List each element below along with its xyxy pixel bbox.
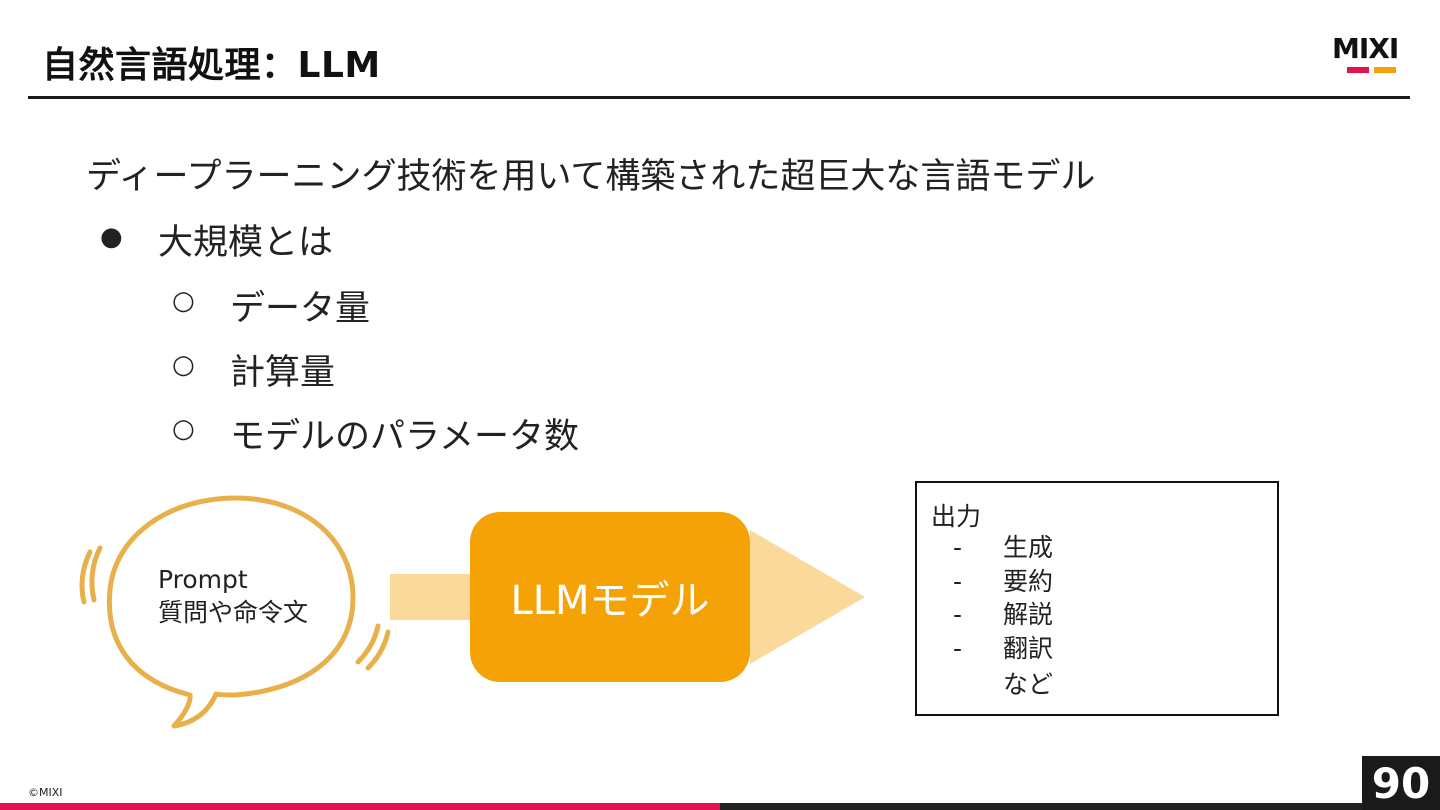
slide-title: 自然言語処理：LLM [42,45,381,86]
dash-marker: - [953,633,963,663]
bullet-dot-icon: ● [100,222,123,252]
output-title: 出力 [931,502,982,531]
llm-model-label: LLMモデル [510,578,710,624]
dash-marker: - [953,600,963,629]
logo-orange-bar [1374,67,1396,73]
dash-marker: - [953,566,963,596]
prompt-line: 質問や命令文 [158,598,309,627]
llm-model-box: LLMモデル [470,512,750,682]
output-box: 出力 - 生成 - 要約 - 解説 - 翻訳 など [915,481,1279,716]
bullet-text: 大規模とは [158,223,334,263]
footer-bar-dark [720,803,1440,810]
page-number: 90 [1362,756,1440,810]
output-etc-text: など [1003,670,1054,699]
lead-text: ディープラーニング技術を用いて構築された超巨大な言語モデル [86,157,1096,197]
sub-bullet-text: モデルのパラメータ数 [230,417,579,457]
sub-bullet-circle-icon: ○ [172,286,195,316]
sub-bullet-text: 計算量 [230,353,336,393]
sub-bullet-text: データ量 [230,289,371,329]
output-item-text: 生成 [1003,533,1054,562]
logo-wordmark: MIXI [1332,32,1399,65]
speech-bubble-icon [79,495,391,729]
logo-red-bar [1347,67,1369,73]
dash-marker: - [953,533,963,562]
output-item-text: 翻訳 [1003,633,1054,663]
footer-bar-red [0,803,720,810]
mixi-logo: MIXI [1332,32,1412,76]
copyright-text: ©MIXI [28,786,63,799]
prompt-line: Prompt [158,565,248,594]
prompt-label: Prompt 質問や命令文 [158,563,308,629]
title-divider [28,96,1410,99]
sub-bullet-circle-icon: ○ [172,414,195,444]
sub-bullet-circle-icon: ○ [172,350,195,380]
output-item-text: 要約 [1003,566,1054,596]
output-item-text: 解説 [1003,600,1054,629]
